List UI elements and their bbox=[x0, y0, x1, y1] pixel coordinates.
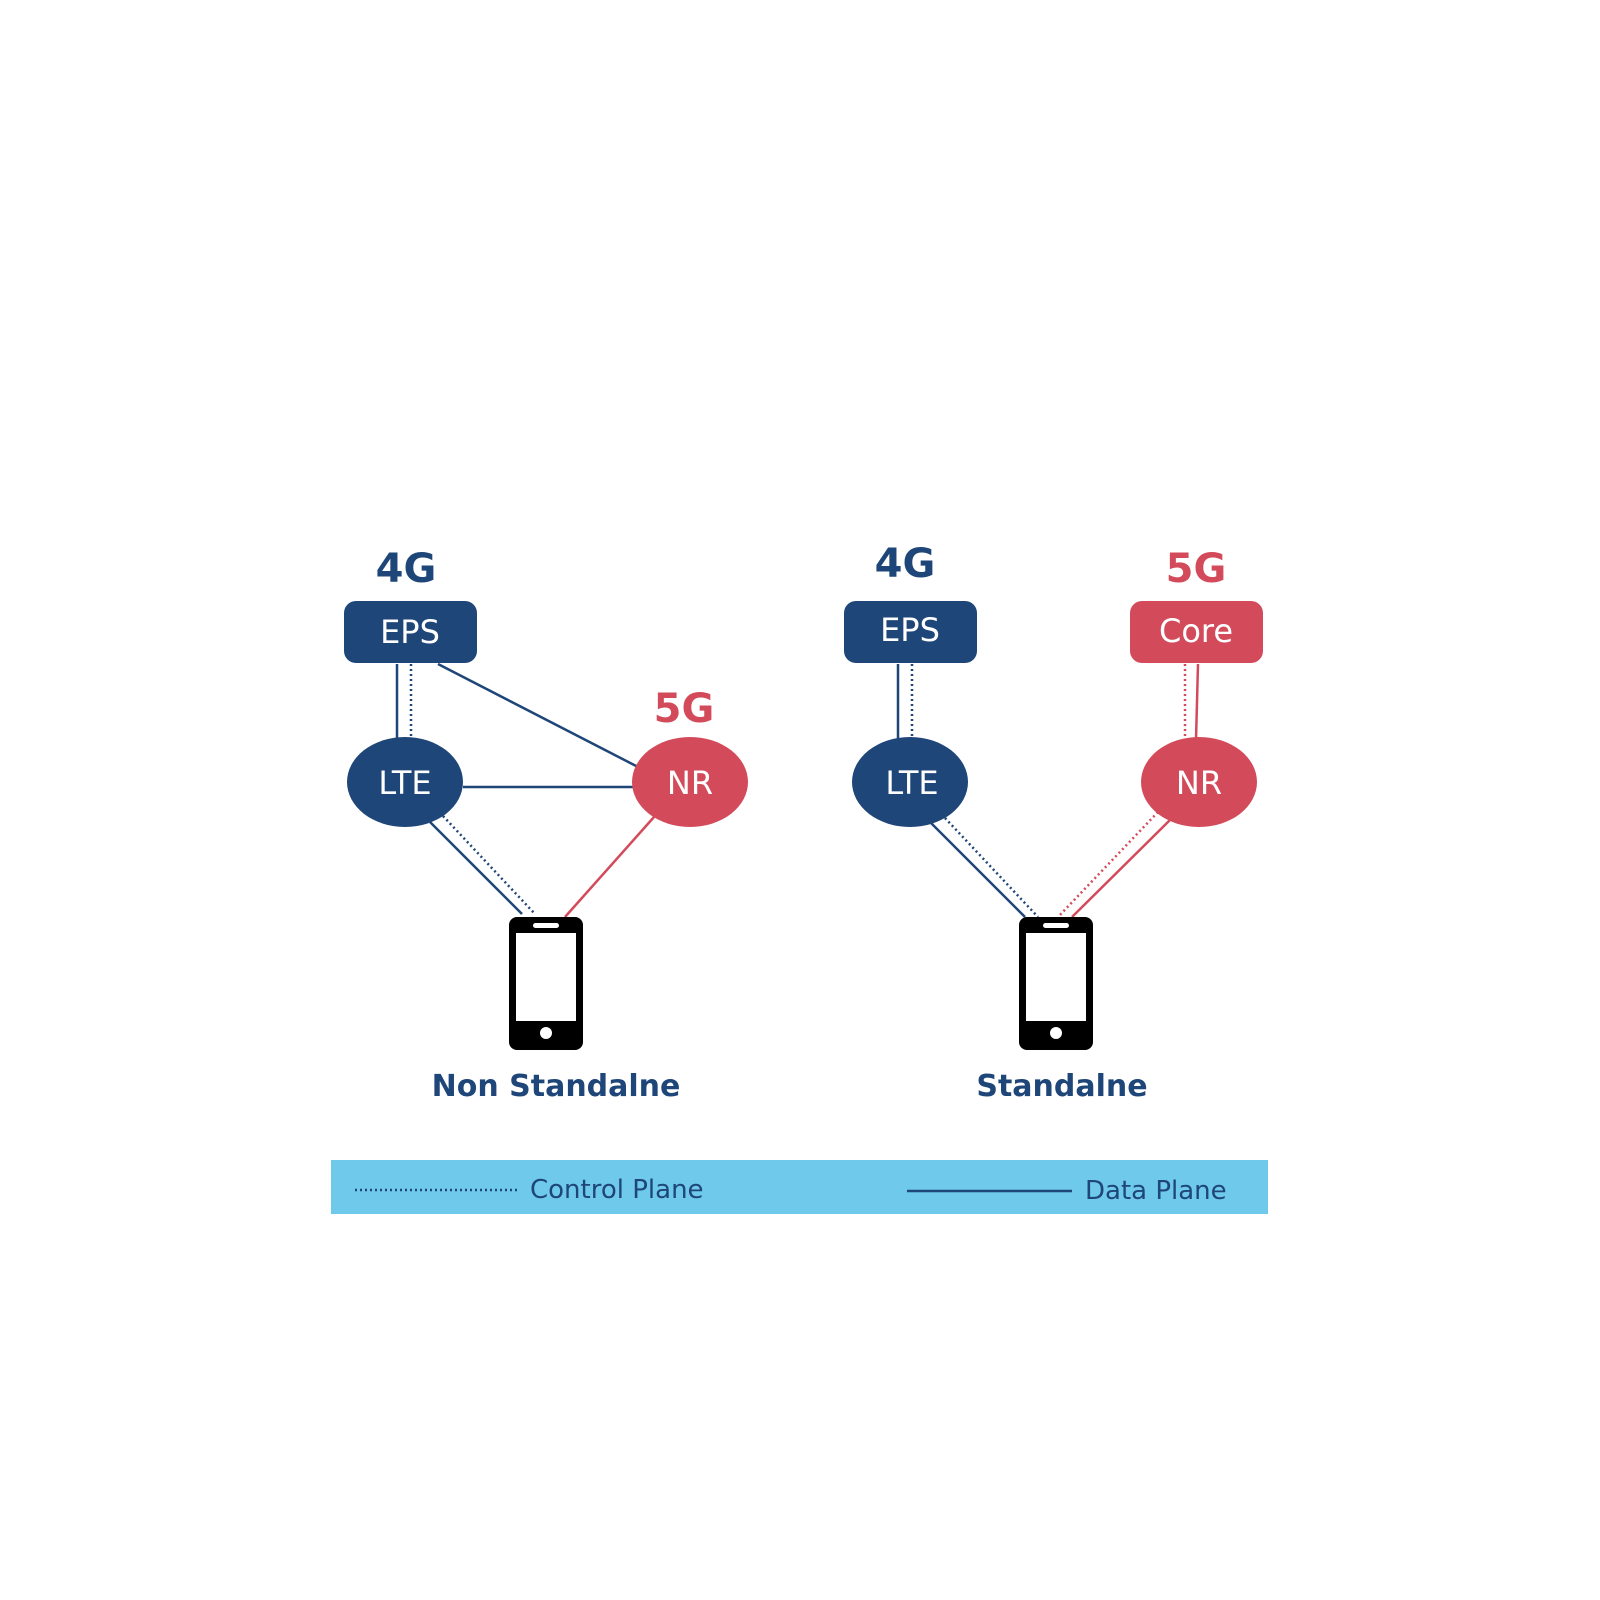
sa-5g-label: 5G bbox=[1166, 546, 1227, 592]
nsa-eps-label: EPS bbox=[380, 613, 440, 651]
phone-home-button bbox=[540, 1027, 552, 1039]
non-standalone-diagram: 4G EPS 5G LTE NR Non Standalne bbox=[344, 546, 748, 1104]
nsa-lte-phone-data-line bbox=[429, 821, 523, 915]
nsa-lte-label: LTE bbox=[378, 764, 431, 802]
sa-lte-phone-data-line bbox=[929, 821, 1026, 918]
phone-home-button bbox=[1050, 1027, 1062, 1039]
sa-caption: Standalne bbox=[976, 1069, 1147, 1104]
smartphone-icon bbox=[1019, 917, 1093, 1050]
nsa-eps-node: EPS bbox=[344, 601, 477, 663]
phone-screen bbox=[516, 933, 576, 1021]
sa-core-box bbox=[1130, 601, 1263, 663]
nsa-5g-label: 5G bbox=[654, 686, 715, 732]
sa-lte-ellipse bbox=[852, 737, 968, 827]
nsa-eps-box bbox=[344, 601, 477, 663]
phone-screen bbox=[1026, 933, 1086, 1021]
nsa-nr-phone-data-line bbox=[564, 816, 655, 918]
sa-connections bbox=[896, 663, 1200, 918]
nsa-lte-ellipse bbox=[347, 737, 463, 827]
nsa-4g-label: 4G bbox=[376, 546, 437, 592]
sa-eps-label: EPS bbox=[880, 611, 940, 649]
nsa-caption: Non Standalne bbox=[432, 1069, 681, 1104]
sa-core-nr-data-line bbox=[1194, 663, 1200, 741]
sa-nr-phone-control-line bbox=[1057, 811, 1159, 918]
nsa-eps-nr-data-line bbox=[437, 662, 641, 770]
control-plane-legend-label: Control Plane bbox=[530, 1175, 704, 1205]
sa-eps-node: EPS bbox=[844, 601, 977, 663]
smartphone-icon bbox=[509, 917, 583, 1050]
sa-nr-ellipse bbox=[1141, 737, 1257, 827]
nsa-nr-ellipse bbox=[632, 737, 748, 827]
sa-lte-label: LTE bbox=[885, 764, 938, 802]
sa-core-label: Core bbox=[1159, 612, 1233, 650]
phone-speaker bbox=[1043, 923, 1069, 928]
sa-lte-node: LTE bbox=[852, 737, 968, 827]
sa-eps-box bbox=[844, 601, 977, 663]
sa-nr-node: NR bbox=[1141, 737, 1257, 827]
nsa-nr-node: NR bbox=[632, 737, 748, 827]
sa-core-node: Core bbox=[1130, 601, 1263, 663]
sa-nr-phone-data-line bbox=[1071, 817, 1173, 918]
sa-4g-label: 4G bbox=[875, 541, 936, 587]
nsa-nr-label: NR bbox=[667, 764, 713, 802]
nsa-lte-node: LTE bbox=[347, 737, 463, 827]
standalone-diagram: 4G EPS 5G Core LTE NR bbox=[844, 541, 1263, 1104]
data-plane-legend-label: Data Plane bbox=[1085, 1176, 1227, 1206]
nsa-connections bbox=[395, 662, 655, 918]
phone-speaker bbox=[533, 923, 559, 928]
legend-bar: Control Plane Data Plane bbox=[331, 1160, 1268, 1214]
legend-background bbox=[331, 1160, 1268, 1214]
sa-lte-phone-control-line bbox=[944, 817, 1039, 918]
sa-nr-label: NR bbox=[1176, 764, 1222, 802]
nsa-lte-phone-control-line bbox=[442, 815, 536, 915]
